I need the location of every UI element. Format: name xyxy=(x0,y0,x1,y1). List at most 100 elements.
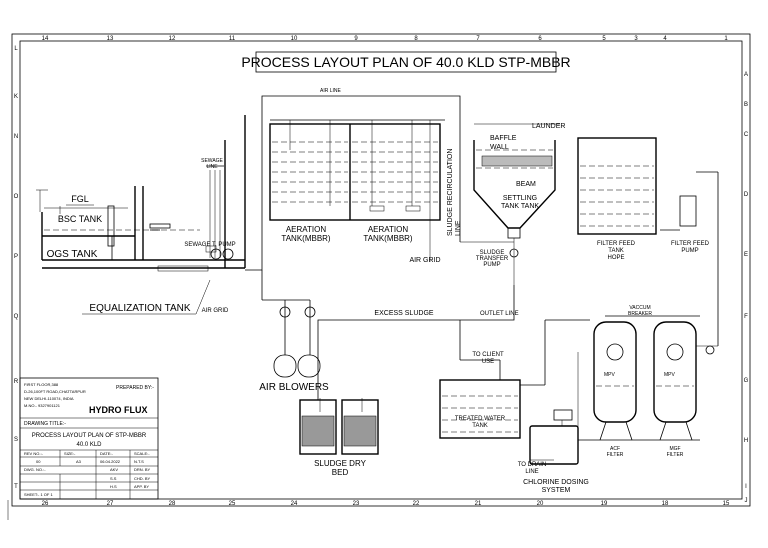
title-box xyxy=(255,51,557,73)
scale-value: N.T.S xyxy=(134,459,144,464)
date-value: 06.04.2022 xyxy=(100,459,121,464)
left-grid-letter: L xyxy=(14,46,18,52)
bottom-grid-number: 27 xyxy=(107,501,114,507)
air-line-label: AIR LINE xyxy=(320,88,342,94)
checked-initials: S.S xyxy=(110,476,117,481)
bottom-grid-number: 24 xyxy=(291,501,298,507)
equalization-tank-label: EQUALIZATION TANK xyxy=(89,303,190,314)
drawing-title-text: PROCESS LAYOUT PLAN OF STP-MBBR xyxy=(32,433,147,439)
scale-label: SCALE:- xyxy=(134,451,150,456)
capacity-text: 40.0 KLD xyxy=(76,442,102,448)
beam-label: BEAM xyxy=(516,181,536,188)
top-grid-number: 1 xyxy=(724,36,728,42)
treated-water-tank xyxy=(439,319,590,439)
bottom-grid-number: 19 xyxy=(601,501,608,507)
title-block xyxy=(19,377,159,500)
date-label: DATE:- xyxy=(100,451,113,456)
prepared-by-label: PREPARED BY:- xyxy=(116,385,154,391)
drawn-initials: AKV xyxy=(110,467,118,472)
top-grid-number: 5 xyxy=(602,36,606,42)
outlet-line-label: OUTLET LINE xyxy=(480,311,519,317)
sewage-pump xyxy=(205,165,234,260)
left-grid-letter: T xyxy=(14,484,18,490)
bsc-ogs-tank xyxy=(36,115,246,269)
right-grid-letter: H xyxy=(744,438,748,444)
size-value: A3 xyxy=(76,459,82,464)
bottom-grid-number: 21 xyxy=(475,501,482,507)
top-grid-number: 7 xyxy=(476,36,480,42)
bottom-grid-number: 25 xyxy=(229,501,236,507)
approved-by-label: APP. BY xyxy=(134,484,149,489)
left-grid-letter: R xyxy=(14,379,19,385)
bottom-grid-number: 15 xyxy=(723,501,730,507)
sludge-dry-bed xyxy=(299,398,379,455)
drawing-title-label: DRAWING TITLE:- xyxy=(24,421,66,427)
dwg-no-label: DWG. NO.:- xyxy=(24,467,46,472)
aeration-tanks xyxy=(269,120,441,262)
sheet-label: SHEET:- 1 OF 1 xyxy=(24,492,53,497)
company-logo: HYDRO FLUX xyxy=(89,405,148,415)
sewage-pump-label: SEWAGE T. PUMP xyxy=(184,242,235,248)
address-line-4: M.NO.- 9327901121 xyxy=(24,403,61,408)
right-grid-letter: F xyxy=(744,314,748,320)
left-grid-letter: K xyxy=(14,94,18,100)
air-line-pipe xyxy=(245,95,461,271)
air-grid-label-1: AIR GRID xyxy=(202,308,229,314)
bottom-grid-number: 23 xyxy=(353,501,360,507)
right-grid-letter: I xyxy=(745,484,747,490)
top-grid-number: 4 xyxy=(663,36,667,42)
ogs-tank-label: OGS TANK xyxy=(47,249,98,260)
right-grid-letter: A xyxy=(744,72,748,78)
sludge-recirculation-label: SLUDGE RECIRCULATIONLINE xyxy=(447,149,462,236)
checked-by-label: CHD. BY xyxy=(134,476,151,481)
approved-initials: H.S xyxy=(110,484,117,489)
left-grid-letter: P xyxy=(14,254,18,260)
left-grid-letter: O xyxy=(14,194,19,200)
left-grid-letter: N xyxy=(14,134,18,140)
bottom-grid-number: 20 xyxy=(537,501,544,507)
bottom-grid-number: 18 xyxy=(662,501,669,507)
address-line-2: D-26,100FT ROAD,CHATTARPUR xyxy=(24,389,86,394)
bsc-tank-label: BSC TANK xyxy=(58,214,102,224)
bottom-grid-number: 28 xyxy=(169,501,176,507)
rev-no-value: 00 xyxy=(36,459,41,464)
bottom-grid-number: 26 xyxy=(42,501,49,507)
address-line-3: NEW DELHI-110074, INDIA xyxy=(24,396,74,401)
drawing-title: PROCESS LAYOUT PLAN OF 40.0 KLD STP-MBBR xyxy=(241,54,570,70)
top-grid-number: 13 xyxy=(107,36,114,42)
air-blowers-label: AIR BLOWERS xyxy=(259,382,329,393)
rev-no-label: REV NO.:- xyxy=(24,451,44,456)
inner-border xyxy=(19,40,743,500)
top-grid-number: 6 xyxy=(538,36,542,42)
outer-border xyxy=(11,33,751,507)
right-grid-letter: E xyxy=(744,252,748,258)
right-grid-letter: D xyxy=(744,192,749,198)
size-label: SIZE:- xyxy=(64,451,76,456)
excess-sludge-pipe xyxy=(317,319,460,400)
top-grid-number: 10 xyxy=(291,36,298,42)
right-grid-letter: C xyxy=(744,132,749,138)
right-grid-letter: B xyxy=(744,102,748,108)
air-blowers xyxy=(261,270,321,378)
top-grid-number: 9 xyxy=(354,36,358,42)
filter-feed-tank xyxy=(577,137,719,346)
chlorine-dosing-system xyxy=(529,409,579,465)
top-grid-number: 3 xyxy=(634,36,638,42)
